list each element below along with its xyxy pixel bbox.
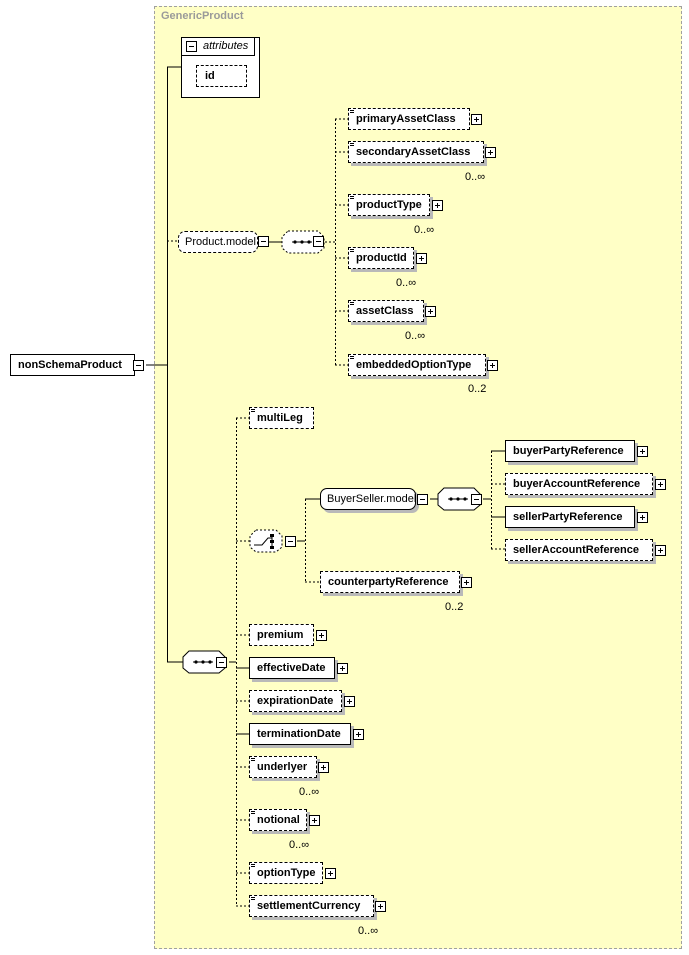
- buyer-seller-model-group[interactable]: BuyerSeller.model: [320, 488, 416, 510]
- expand-icon[interactable]: [461, 577, 472, 588]
- collapse-icon[interactable]: [285, 536, 296, 547]
- cardinality-label: 0..2: [445, 601, 464, 613]
- element-multi-leg[interactable]: multiLeg: [249, 407, 314, 429]
- element-underlyer[interactable]: underlyer: [249, 756, 317, 778]
- element-settlement-currency[interactable]: settlementCurrency: [249, 895, 374, 917]
- collapse-icon[interactable]: [258, 236, 269, 247]
- expand-icon[interactable]: [375, 901, 386, 912]
- element-effective-date[interactable]: effectiveDate: [249, 657, 335, 679]
- element-embedded-option-type[interactable]: embeddedOptionType: [348, 354, 486, 376]
- expand-icon[interactable]: [637, 512, 648, 523]
- cardinality-label: 0..∞: [289, 839, 310, 851]
- element-seller-party-reference[interactable]: sellerPartyReference: [505, 506, 635, 528]
- element-buyer-party-reference[interactable]: buyerPartyReference: [505, 440, 635, 462]
- expand-icon[interactable]: [353, 729, 364, 740]
- expand-icon[interactable]: [655, 545, 666, 556]
- expand-icon[interactable]: [487, 360, 498, 371]
- expand-icon[interactable]: [337, 663, 348, 674]
- expand-icon[interactable]: [316, 630, 327, 641]
- element-premium[interactable]: premium: [249, 624, 314, 646]
- expand-icon[interactable]: [471, 114, 482, 125]
- expand-icon[interactable]: [637, 446, 648, 457]
- element-primary-asset-class[interactable]: primaryAssetClass: [348, 108, 470, 130]
- group-title: GenericProduct: [161, 10, 244, 22]
- collapse-icon[interactable]: [471, 494, 482, 505]
- element-asset-class[interactable]: assetClass: [348, 300, 424, 322]
- element-counterparty-reference[interactable]: counterpartyReference: [320, 571, 460, 593]
- collapse-icon[interactable]: [313, 236, 324, 247]
- element-notional[interactable]: notional: [249, 809, 307, 831]
- element-termination-date[interactable]: terminationDate: [249, 723, 351, 745]
- element-buyer-account-reference[interactable]: buyerAccountReference: [505, 473, 653, 495]
- expand-icon[interactable]: [655, 479, 666, 490]
- collapse-icon[interactable]: [186, 41, 197, 52]
- element-product-id[interactable]: productId: [348, 247, 414, 269]
- expand-icon[interactable]: [485, 147, 496, 158]
- root-element[interactable]: nonSchemaProduct: [10, 354, 135, 376]
- element-product-type[interactable]: productType: [348, 194, 430, 216]
- expand-icon[interactable]: [344, 696, 355, 707]
- collapse-icon[interactable]: [133, 360, 144, 371]
- element-option-type[interactable]: optionType: [249, 862, 323, 884]
- attributes-label: attributes: [181, 37, 255, 56]
- product-model-group[interactable]: Product.model: [178, 231, 258, 253]
- expand-icon[interactable]: [425, 306, 436, 317]
- expand-icon[interactable]: [432, 200, 443, 211]
- expand-icon[interactable]: [309, 815, 320, 826]
- cardinality-label: 0..∞: [414, 224, 435, 236]
- cardinality-label: 0..2: [468, 383, 487, 395]
- cardinality-label: 0..∞: [465, 171, 486, 183]
- collapse-icon[interactable]: [216, 657, 227, 668]
- expand-icon[interactable]: [325, 868, 336, 879]
- cardinality-label: 0..∞: [299, 786, 320, 798]
- element-expiration-date[interactable]: expirationDate: [249, 690, 342, 712]
- cardinality-label: 0..∞: [405, 330, 426, 342]
- expand-icon[interactable]: [318, 762, 329, 773]
- attribute-id[interactable]: id: [196, 65, 247, 87]
- element-seller-account-reference[interactable]: sellerAccountReference: [505, 539, 653, 561]
- cardinality-label: 0..∞: [396, 277, 417, 289]
- expand-icon[interactable]: [416, 253, 427, 264]
- cardinality-label: 0..∞: [358, 925, 379, 937]
- element-secondary-asset-class[interactable]: secondaryAssetClass: [348, 141, 484, 163]
- collapse-icon[interactable]: [417, 494, 428, 505]
